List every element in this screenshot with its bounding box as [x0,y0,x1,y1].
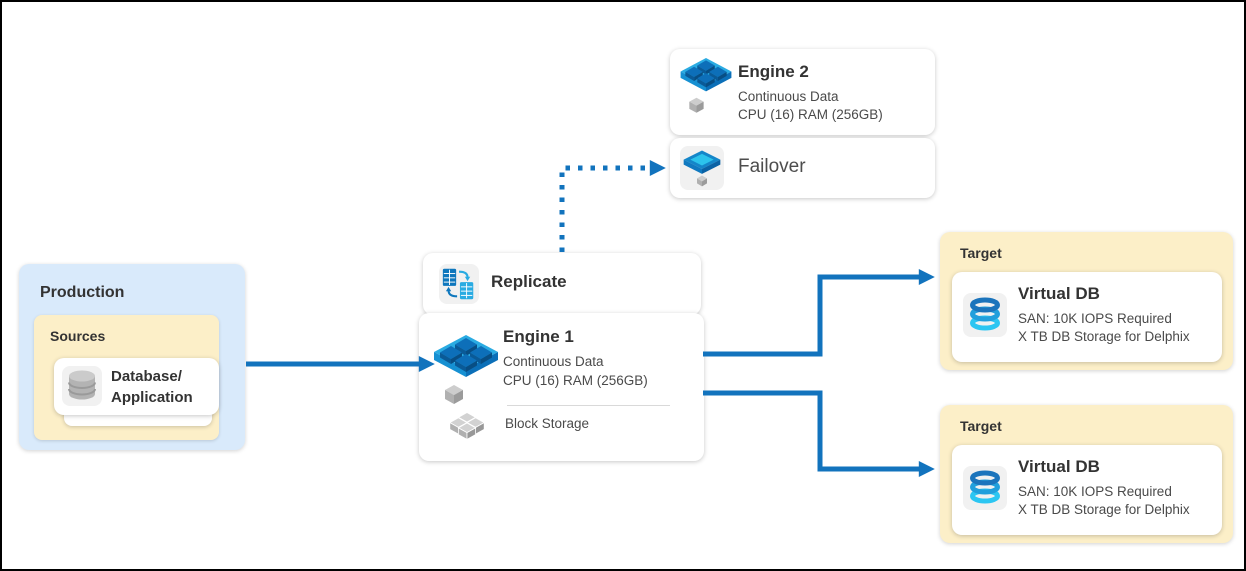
virtual-db-card: Virtual DB SAN: 10K IOPS Required X TB D… [952,445,1222,535]
arrow-engine1-to-target1 [703,268,935,357]
sources-group: Sources Database/ Application [34,315,219,440]
virtual-db-san: SAN: 10K IOPS Required [1018,311,1172,326]
database-application-title: Database/ Application [111,368,193,406]
production-group: Production Sources Database/ Application [19,264,245,450]
virtual-db-storage: X TB DB Storage for Delphix [1018,502,1190,517]
virtual-db-title: Virtual DB [1018,284,1100,303]
database-icon [62,366,102,406]
database-application-card: Database/ Application [54,358,219,415]
divider [507,405,670,406]
engine2-card: Engine 2 Continuous Data CPU (16) RAM (2… [670,49,935,135]
virtual-db-storage: X TB DB Storage for Delphix [1018,329,1190,344]
failover-card: Failover [670,138,935,198]
block-storage-icon [446,408,488,447]
virtual-db-san: SAN: 10K IOPS Required [1018,484,1172,499]
failover-label: Failover [738,156,806,177]
engine1-card: Engine 1 Continuous Data CPU (16) RAM (2… [419,313,704,461]
engine1-specs: CPU (16) RAM (256GB) [503,373,648,388]
engine2-subtitle: Continuous Data [738,89,839,104]
virtual-db-icon [963,293,1007,337]
production-label: Production [40,284,125,301]
sources-label: Sources [50,328,106,344]
block-storage-label: Block Storage [505,416,590,431]
target-group-1: Target Virtual DB SAN: 10K IOPS Required… [940,232,1233,370]
failover-icon [680,146,724,190]
engine1-subtitle: Continuous Data [503,354,604,369]
virtual-db-title: Virtual DB [1018,457,1100,476]
target-label: Target [960,418,1002,434]
arrow-replicate-to-failover [559,159,666,252]
arrow-engine1-to-target2 [703,390,935,478]
replicate-label: Replicate [491,272,567,291]
replicate-icon [439,264,479,304]
engine2-title: Engine 2 [738,62,809,81]
target-label: Target [960,245,1002,261]
engine-icon [679,56,733,119]
engine1-title: Engine 1 [503,327,574,346]
target-group-2: Target Virtual DB SAN: 10K IOPS Required… [940,405,1233,543]
virtual-db-icon [963,466,1007,510]
virtual-db-card: Virtual DB SAN: 10K IOPS Required X TB D… [952,272,1222,362]
engine2-specs: CPU (16) RAM (256GB) [738,107,883,122]
engine-icon [432,333,500,410]
replicate-card: Replicate [423,253,701,315]
